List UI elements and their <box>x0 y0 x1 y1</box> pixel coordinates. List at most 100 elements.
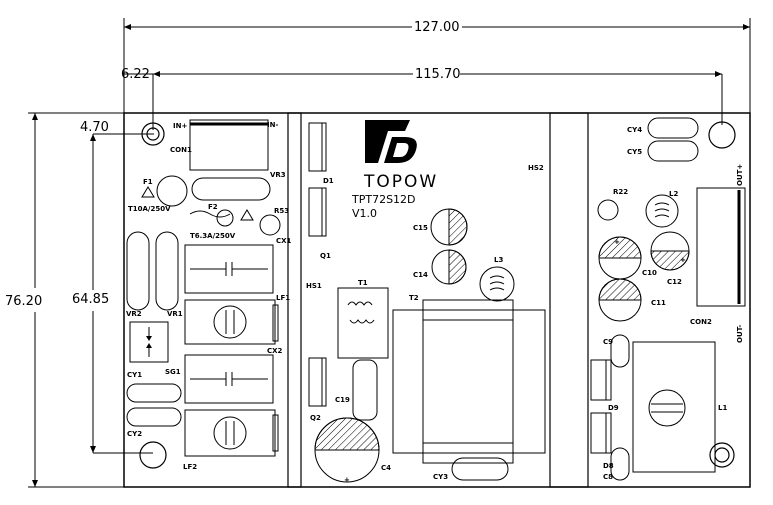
label-in-minus: IN- <box>267 121 278 129</box>
label-c19: C19 <box>335 396 350 404</box>
capacitor-c4 <box>314 417 380 483</box>
dim-hole-spacing: 115.70 <box>415 67 461 82</box>
label-f1-rating: T10A/250V <box>128 205 171 213</box>
capacitor-cx2 <box>184 354 274 404</box>
label-hs1: HS1 <box>306 282 322 290</box>
label-out-plus: OUT+ <box>736 164 744 186</box>
mounting-hole-icon <box>708 121 736 149</box>
varistor-vr2 <box>126 231 150 311</box>
transistor-q1 <box>308 187 327 237</box>
capacitor-c12 <box>650 231 690 271</box>
label-t2: T2 <box>409 294 419 302</box>
label-c14: C14 <box>413 271 428 279</box>
capacitor-cy5 <box>647 140 699 162</box>
label-l1: L1 <box>718 404 727 412</box>
transformer-t1 <box>337 287 389 359</box>
label-c11: C11 <box>651 299 666 307</box>
label-cy2: CY2 <box>127 430 142 438</box>
label-cx2: CX2 <box>267 347 283 355</box>
label-t1: T1 <box>358 279 368 287</box>
fuse-f1 <box>156 175 188 207</box>
capacitor-c9 <box>610 334 630 368</box>
label-q1: Q1 <box>320 252 331 260</box>
capacitor-cy3 <box>451 457 509 481</box>
polarity-plus: + <box>680 256 686 264</box>
filter-lf1 <box>184 299 276 345</box>
capacitor-c11 <box>598 278 642 322</box>
mounting-hole-icon <box>709 442 735 468</box>
label-cx1: CX1 <box>276 237 292 245</box>
varistor-vr1 <box>155 231 179 311</box>
polarity-plus: + <box>614 238 620 246</box>
filter-lf2 <box>184 409 276 457</box>
capacitor-cy2 <box>126 407 182 427</box>
label-c10: C10 <box>642 269 657 277</box>
fuse-f2 <box>216 209 234 227</box>
transformer-t2 <box>392 309 546 454</box>
resistor-r53 <box>259 214 281 236</box>
label-cy4: CY4 <box>627 126 642 134</box>
capacitor-cy1 <box>126 383 182 403</box>
label-vr3: VR3 <box>270 171 286 179</box>
connector-con1 <box>189 119 269 171</box>
capacitor-c8 <box>610 447 630 481</box>
polarity-plus: + <box>344 476 350 484</box>
label-c8: C8 <box>603 473 613 481</box>
label-sg1: SG1 <box>165 368 181 376</box>
dimension-arrows <box>32 24 750 487</box>
warning-icon <box>240 209 254 221</box>
dimension-lines <box>28 18 751 488</box>
brand-name: TOPOW <box>363 172 438 192</box>
capacitor-cy4 <box>647 117 699 139</box>
label-c12: C12 <box>667 278 682 286</box>
label-cy3: CY3 <box>433 473 448 481</box>
spark-gap-sg1 <box>129 321 169 363</box>
label-q2: Q2 <box>310 414 321 422</box>
label-f2-rating: T6.3A/250V <box>190 232 236 240</box>
warning-icon <box>141 186 155 198</box>
dim-hole-offset-x: 6.22 <box>121 67 150 82</box>
inductor-l3 <box>479 266 515 302</box>
capacitor-c10 <box>598 236 642 280</box>
label-f2: F2 <box>208 203 218 211</box>
label-r53: R53 <box>274 207 289 215</box>
brand-model: TPT72S12D <box>351 193 416 206</box>
label-vr1: VR1 <box>167 310 183 318</box>
inductor-l1 <box>632 341 716 473</box>
label-hs2: HS2 <box>528 164 544 172</box>
capacitor-cx1 <box>184 244 274 294</box>
diode-d9 <box>590 359 612 401</box>
dim-hole-spacing-vertical: 64.85 <box>72 292 109 307</box>
transistor-q2 <box>308 357 327 407</box>
capacitor-c19 <box>352 359 378 421</box>
label-c9: C9 <box>603 338 613 346</box>
label-r22: R22 <box>613 188 628 196</box>
label-c4: C4 <box>381 464 391 472</box>
label-cy5: CY5 <box>627 148 642 156</box>
capacitor-c14 <box>431 249 467 285</box>
label-c15: C15 <box>413 224 428 232</box>
label-in-plus: IN+ <box>173 122 187 130</box>
mounting-hole-icon <box>141 122 165 146</box>
label-cy1: CY1 <box>127 371 142 379</box>
label-f1: F1 <box>143 178 153 186</box>
label-d8: D8 <box>603 462 614 470</box>
heatsink-hs1 <box>287 112 302 488</box>
dim-total-height: 76.20 <box>5 294 42 309</box>
dim-total-width: 127.00 <box>414 20 460 35</box>
connector-con2 <box>696 187 746 307</box>
capacitor-c15 <box>430 208 468 246</box>
diode-d8 <box>590 412 612 454</box>
board-outline <box>123 112 751 488</box>
label-out-minus: OUT- <box>736 325 744 343</box>
label-l2: L2 <box>669 190 678 198</box>
label-vr2: VR2 <box>126 310 142 318</box>
label-d9: D9 <box>608 404 619 412</box>
label-lf2: LF2 <box>183 463 197 471</box>
resistor-r22 <box>597 199 619 221</box>
heatsink-hs2 <box>549 112 589 488</box>
inductor-l2 <box>645 194 679 228</box>
mounting-hole-icon <box>139 441 167 469</box>
brand-version: V1.0 <box>352 207 377 220</box>
